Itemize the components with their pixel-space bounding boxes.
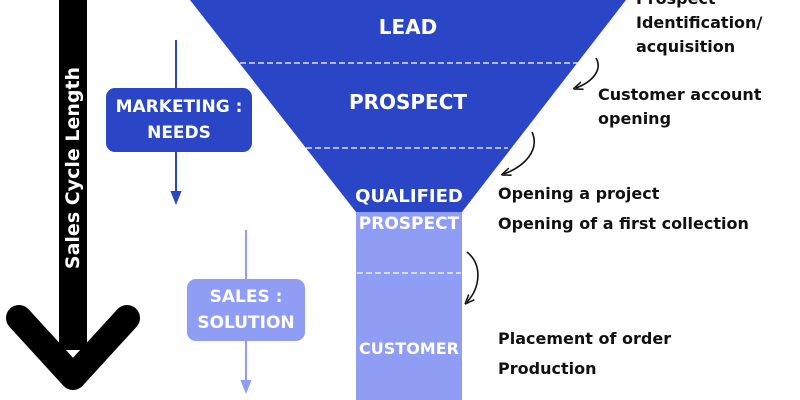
stage-qualified-label: QUALIFIED — [355, 186, 463, 207]
curved-arrow-2 — [504, 131, 535, 174]
cycle-arrow-shaft — [59, 0, 87, 350]
stage-prospect-label: PROSPECT — [348, 90, 468, 114]
step-lead-line1: Prospect — [636, 0, 762, 11]
step-customer-text: Placement of order Production — [498, 324, 671, 384]
step-lead-line2: Identification/ — [636, 13, 763, 32]
stage-customer-label: CUSTOMER — [359, 339, 459, 358]
curved-arrow-3 — [467, 251, 479, 302]
step-lead-line3: acquisition — [636, 37, 736, 56]
step-prospect-line2: opening — [598, 109, 672, 128]
marketing-badge-line2: NEEDS — [147, 123, 211, 143]
step-prospect-text: Customer account opening — [598, 83, 761, 131]
step-prospect-line1: Customer account — [598, 85, 762, 104]
cycle-arrow-head — [6, 305, 140, 390]
curved-arrow-1 — [576, 57, 599, 88]
sales-solution-badge: SALES : SOLUTION — [187, 279, 305, 341]
cycle-length-label: Sales Cycle Length — [62, 66, 84, 270]
step-lead-text: Prospect Identification/ acquisition — [636, 0, 762, 59]
step-customer-line1: Placement of order — [498, 329, 672, 348]
sales-badge-line1: SALES : — [209, 287, 283, 307]
step-customer-line2: Production — [498, 359, 597, 378]
funnel-body — [190, 0, 626, 212]
marketing-badge-line1: MARKETING : — [115, 97, 243, 117]
sales-badge-line2: SOLUTION — [197, 313, 295, 333]
stage-lead-label: LEAD — [378, 15, 438, 39]
sales-cycle-arrow — [6, 0, 140, 390]
marketing-needs-badge: MARKETING : NEEDS — [106, 88, 252, 152]
customer-column — [356, 212, 462, 400]
step-qualified-line2: Opening of a first collection — [498, 214, 749, 233]
stage-qualified-continuation-label: PROSPECT — [358, 214, 460, 234]
step-qualified-line1: Opening a project — [498, 184, 660, 203]
step-qualified-text: Opening a project Opening of a first col… — [498, 179, 749, 239]
